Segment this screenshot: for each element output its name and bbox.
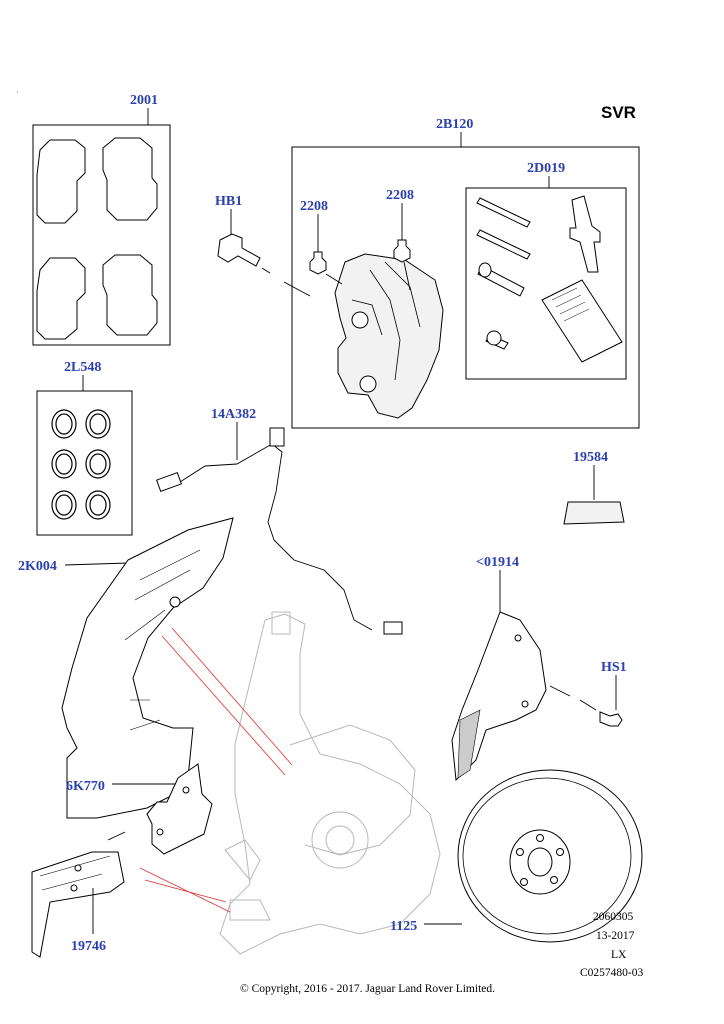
copyright-notice: © Copyright, 2016 - 2017. Jaguar Land Ro… bbox=[240, 983, 495, 995]
brake-pad-3 bbox=[36, 257, 86, 340]
seal-kit-group[interactable]: 2L548 bbox=[36, 360, 133, 536]
wear-sensor-connector-left bbox=[155, 471, 183, 493]
callout-19746[interactable]: 19746 bbox=[71, 939, 106, 954]
bleed-screw-right bbox=[393, 239, 411, 263]
heat-shield-group[interactable]: 19746 bbox=[31, 851, 125, 958]
guide-pins bbox=[476, 197, 531, 350]
drawing-date: 13-2017 bbox=[596, 930, 635, 942]
disc-center-bore bbox=[527, 847, 553, 877]
wear-sensor-connector-right bbox=[383, 621, 403, 635]
brake-splash-shield bbox=[61, 517, 234, 819]
callout-2B120[interactable]: 2B120 bbox=[436, 117, 473, 132]
seal-rings bbox=[51, 409, 111, 520]
instruction-sheet bbox=[541, 279, 623, 363]
model-code: LX bbox=[611, 949, 627, 961]
backing-plate-group[interactable]: <01914 bbox=[451, 555, 547, 782]
steering-knuckle bbox=[219, 611, 441, 955]
callout-2001[interactable]: 2001 bbox=[130, 93, 158, 108]
callout-14A382[interactable]: 14A382 bbox=[211, 407, 256, 422]
wear-sensor-group[interactable]: 14A382 bbox=[155, 407, 403, 635]
caliper-assembly-frame bbox=[291, 146, 640, 429]
callout-2D019[interactable]: 2D019 bbox=[527, 161, 565, 176]
variant-label: SVR bbox=[601, 103, 636, 122]
reference-number: C0257480-03 bbox=[580, 967, 644, 979]
brake-pad-4 bbox=[102, 254, 158, 336]
callout-01914[interactable]: <01914 bbox=[476, 555, 519, 570]
bleed-screw-left bbox=[309, 251, 327, 275]
callout-19584[interactable]: 19584 bbox=[573, 450, 608, 465]
hardware-kit-group[interactable]: 2D019 bbox=[465, 161, 627, 380]
caliper-assembly-group[interactable]: 2B120 2208 2208 bbox=[291, 117, 640, 429]
caliper-bolt-group[interactable]: HB1 bbox=[215, 194, 311, 297]
callout-2208-right[interactable]: 2208 bbox=[386, 188, 414, 203]
brake-disc-group[interactable]: 1125 bbox=[390, 769, 643, 943]
brake-pad-2 bbox=[102, 137, 158, 221]
disc-stud-holes bbox=[516, 834, 564, 886]
brake-pads-group[interactable]: 2001 bbox=[32, 93, 171, 346]
corner-mark: ‹ bbox=[16, 87, 19, 96]
callout-2208-left[interactable]: 2208 bbox=[300, 199, 328, 214]
callout-HB1[interactable]: HB1 bbox=[215, 194, 242, 209]
callout-HS1[interactable]: HS1 bbox=[601, 660, 627, 675]
callout-1125[interactable]: 1125 bbox=[390, 919, 417, 934]
wear-sensor-wire bbox=[179, 443, 373, 631]
caliper-bolt bbox=[217, 233, 261, 267]
grease-sachet bbox=[563, 501, 625, 525]
brake-pads-frame bbox=[32, 124, 171, 346]
anti-rattle-spring bbox=[569, 195, 601, 273]
heat-shield bbox=[31, 851, 125, 958]
callout-6K770[interactable]: 6K770 bbox=[66, 779, 105, 794]
splash-shield-group[interactable]: 2K004 bbox=[18, 517, 234, 819]
shield-screw-group[interactable]: HS1 bbox=[549, 660, 627, 727]
hardware-kit-frame bbox=[465, 187, 627, 380]
grease-sachet-group[interactable]: 19584 bbox=[563, 450, 625, 525]
shield-screw bbox=[599, 711, 623, 727]
seal-kit-frame bbox=[36, 390, 133, 536]
callout-2L548[interactable]: 2L548 bbox=[64, 360, 101, 375]
bracket-group[interactable]: 6K770 bbox=[66, 763, 213, 855]
brake-caliper bbox=[334, 253, 444, 419]
drawing-number: 2060305 bbox=[593, 911, 634, 923]
disc-hat bbox=[509, 829, 571, 895]
wear-sensor-probe bbox=[269, 427, 285, 447]
callout-2K004[interactable]: 2K004 bbox=[18, 559, 57, 574]
brake-pad-1 bbox=[36, 139, 86, 224]
assembly-guide-lines bbox=[139, 627, 293, 913]
